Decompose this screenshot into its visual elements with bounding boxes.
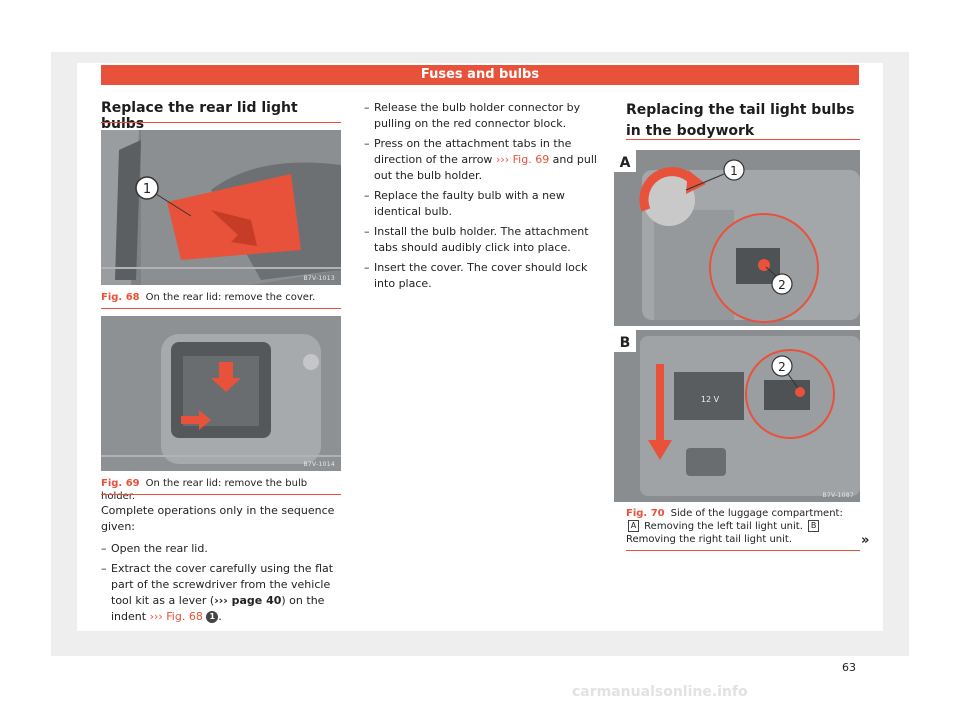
step-extract-cover: Extract the cover carefully using the fl… — [101, 561, 341, 625]
watermark: carmanualsonline.info — [572, 684, 748, 700]
callout-badge: 1 — [206, 611, 219, 623]
step-insert-cover: Insert the cover. The cover should lock … — [364, 260, 604, 292]
tail-light-heading: Replacing the tail light bulbs in the bo… — [626, 102, 855, 139]
callout-1: 1 — [143, 182, 151, 197]
caption-text: Side of the luggage compartment: — [670, 508, 843, 519]
figure-68-caption: Fig. 68 On the rear lid: remove the cover… — [101, 291, 341, 304]
figure-code: B7V-1087 — [822, 492, 854, 499]
heading-rule — [626, 139, 860, 140]
step-install-holder: Install the bulb holder. The attachment … — [364, 224, 604, 256]
panel-b-label: B — [620, 335, 631, 351]
caption-text: Removing the left tail light unit. — [641, 521, 807, 532]
callout-2: 2 — [778, 278, 786, 292]
step-release-connector: Release the bulb holder connector by pul… — [364, 100, 604, 132]
middle-body: Release the bulb holder connector by pul… — [364, 100, 604, 296]
figure-code: B7V-1014 — [303, 461, 335, 468]
figure-number: Fig. 69 — [101, 478, 140, 489]
left-body: Complete operations only in the sequence… — [101, 503, 341, 629]
step-press-tabs: Press on the attachment tabs in the dire… — [364, 136, 604, 184]
caption-rule — [101, 308, 341, 309]
step-text: Press on the attachment tabs in the dire… — [374, 137, 572, 166]
section-header: Fuses and bulbs — [101, 65, 859, 85]
figure-68-link[interactable]: ››› Fig. 68 — [149, 610, 203, 623]
step-text: Extract the cover carefully using the fl… — [111, 562, 334, 607]
letter-b-box: B — [808, 520, 820, 532]
callout-1: 1 — [730, 164, 738, 178]
figure-69-image: B7V-1014 — [101, 316, 341, 471]
step-text: ) on the indent — [111, 594, 325, 623]
figure-number: Fig. 70 — [626, 508, 665, 519]
step-text: and pull out the bulb holder. — [374, 153, 597, 182]
caption-rule — [626, 550, 860, 551]
step-text: . — [218, 610, 222, 623]
voltage-label: 12 V — [701, 395, 720, 404]
letter-a-box: A — [628, 520, 639, 532]
figure-code: B7V-1013 — [303, 275, 335, 282]
step-list: Release the bulb holder connector by pul… — [364, 100, 604, 292]
caption-text: Removing the right tail light unit. — [626, 534, 793, 545]
step-open-lid: Open the rear lid. — [101, 541, 341, 557]
rear-lid-heading: Replace the rear lid light bulbs — [101, 100, 298, 132]
callout-2b: 2 — [778, 360, 786, 374]
caption-rule — [101, 494, 341, 495]
caption-text: On the rear lid: remove the cover. — [145, 292, 316, 303]
heading-rule — [101, 122, 341, 123]
caption-text: On the rear lid: remove the bulb holder. — [101, 478, 308, 502]
figure-68-image: 1 B7V-1013 — [101, 130, 341, 285]
page-reference-link[interactable]: ››› page 40 — [214, 594, 282, 607]
continue-marker: » — [861, 533, 870, 548]
step-replace-bulb: Replace the faulty bulb with a new ident… — [364, 188, 604, 220]
figure-70-image: 1 2 A 12 V 2 B B7V-1087 — [614, 150, 860, 502]
panel-a-label: A — [620, 155, 631, 171]
page-number: 63 — [842, 661, 856, 674]
step-list: Open the rear lid. Extract the cover car… — [101, 541, 341, 625]
figure-69-link[interactable]: ››› Fig. 69 — [495, 153, 550, 166]
figure-number: Fig. 68 — [101, 292, 140, 303]
intro-paragraph: Complete operations only in the sequence… — [101, 504, 335, 533]
